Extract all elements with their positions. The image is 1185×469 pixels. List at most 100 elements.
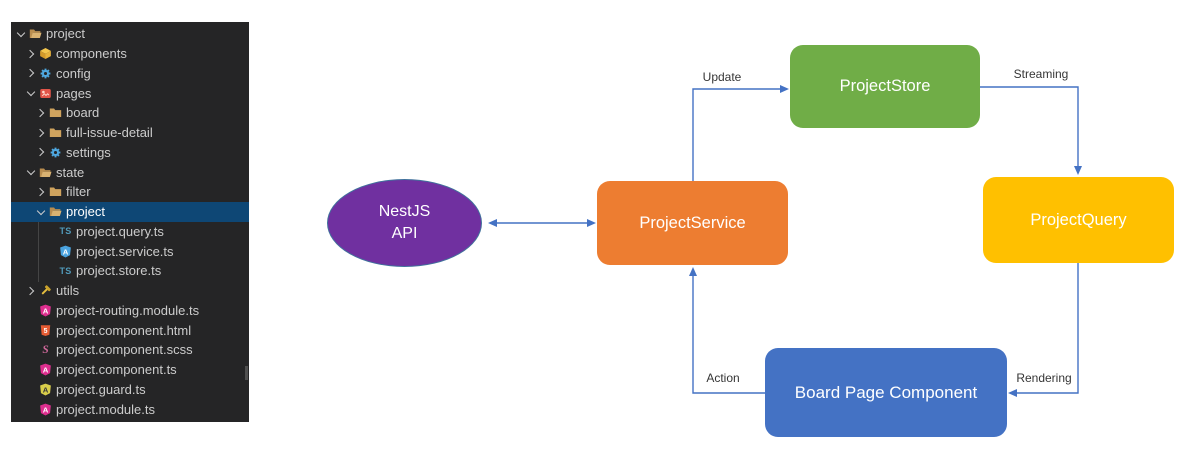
chevron-down-icon[interactable] <box>15 24 27 44</box>
tree-item-label: project.guard.ts <box>56 381 146 397</box>
chevron-down-icon[interactable] <box>25 162 37 182</box>
edge-streaming <box>980 86 1079 167</box>
tree-item-label: project.component.ts <box>56 362 177 378</box>
chevron-right-icon[interactable] <box>25 281 37 301</box>
tree-item-project-module-ts[interactable]: project.module.ts <box>11 399 249 419</box>
edge-label-streaming: Streaming <box>1013 67 1069 81</box>
node-label: ProjectStore <box>839 77 931 95</box>
tree-item-settings[interactable]: settings <box>11 143 249 163</box>
tree-item-label: config <box>56 65 91 81</box>
chevron-right-icon[interactable] <box>25 44 37 64</box>
tree-item-project-component-ts[interactable]: project.component.ts <box>11 360 249 380</box>
arrowhead-right-icon <box>780 85 789 93</box>
node-project-query[interactable]: ProjectQuery <box>983 177 1174 263</box>
folder-open-icon <box>47 205 64 218</box>
tree-item-project-guard-ts[interactable]: project.guard.ts <box>11 380 249 400</box>
angular-module-icon <box>37 304 54 317</box>
scrollbar-thumb[interactable] <box>245 366 248 380</box>
tree-item-project-store-ts[interactable]: TS project.store.ts <box>11 261 249 281</box>
tree-item-label: project.component.scss <box>56 342 193 358</box>
tree-item-project-state[interactable]: project <box>11 201 249 222</box>
chevron-right-icon[interactable] <box>35 103 47 123</box>
tree-item-label: settings <box>66 144 111 160</box>
tree-item-label: utils <box>56 283 80 299</box>
tree-item-config[interactable]: config <box>11 64 249 84</box>
folder-icon <box>47 106 64 119</box>
chevron-spacer <box>25 320 37 340</box>
node-project-service[interactable]: ProjectService <box>597 181 788 265</box>
tree-item-utils[interactable]: utils <box>11 281 249 301</box>
tree-item-project-query-ts[interactable]: TS project.query.ts <box>11 222 249 242</box>
tree-item-label: filter <box>66 184 91 200</box>
tree-item-label: project.module.ts <box>56 401 155 417</box>
tree-item-label: project <box>66 204 106 220</box>
html5-icon <box>37 324 54 337</box>
chevron-spacer <box>25 301 37 321</box>
arrowhead-down-icon <box>1074 166 1082 175</box>
pages-folder-icon <box>37 87 54 100</box>
folder-open-icon <box>27 27 44 40</box>
tree-item-project-routing-module-ts[interactable]: project-routing.module.ts <box>11 301 249 321</box>
tree-item-project-component-scss[interactable]: project.component.scss <box>11 340 249 360</box>
edge-label-action: Action <box>706 371 740 385</box>
chevron-spacer <box>25 380 37 400</box>
chevron-down-icon[interactable] <box>35 202 47 222</box>
chevron-right-icon[interactable] <box>35 182 47 202</box>
tree-item-label: components <box>56 46 127 62</box>
tree-item-label: full-issue-detail <box>66 125 153 141</box>
node-nestjs-api[interactable]: NestJS API <box>327 179 482 267</box>
node-label-line1: NestJS <box>378 202 431 220</box>
typescript-icon: TS <box>59 265 72 276</box>
chevron-down-icon[interactable] <box>25 83 37 103</box>
typescript-icon: TS <box>59 226 72 237</box>
tools-icon <box>37 284 54 297</box>
edge-update <box>692 88 781 181</box>
angular-guard-icon <box>37 383 54 396</box>
chevron-spacer <box>45 222 57 242</box>
arrowhead-left-icon <box>488 219 497 227</box>
gear-icon <box>47 146 64 159</box>
chevron-spacer <box>25 340 37 360</box>
arrowhead-left-icon <box>1008 389 1017 397</box>
node-project-store[interactable]: ProjectStore <box>790 45 980 128</box>
node-label: Board Page Component <box>794 382 978 402</box>
tree-item-board[interactable]: board <box>11 103 249 123</box>
chevron-right-icon[interactable] <box>35 123 47 143</box>
node-label-line2: API <box>391 225 418 242</box>
chevron-right-icon[interactable] <box>25 64 37 84</box>
tree-item-label: project.query.ts <box>76 223 164 239</box>
folder-open-icon <box>37 166 54 179</box>
indent-guide-line <box>38 222 39 282</box>
node-label: ProjectQuery <box>1030 210 1127 229</box>
edge-label-rendering: Rendering <box>1016 371 1072 385</box>
arrowhead-up-icon <box>689 267 697 276</box>
tree-item-label: project.service.ts <box>76 243 174 259</box>
tree-item-label: state <box>56 164 85 180</box>
file-explorer-panel: project components config pages board fu… <box>11 22 249 422</box>
tree-item-filter[interactable]: filter <box>11 182 249 202</box>
tree-item-label: project.component.html <box>56 322 192 338</box>
node-board-page-component[interactable]: Board Page Component <box>765 348 1007 437</box>
gear-icon <box>37 67 54 80</box>
arrowhead-right-icon <box>587 219 596 227</box>
tree-item-pages[interactable]: pages <box>11 83 249 103</box>
folder-icon <box>47 185 64 198</box>
edge-label-update: Update <box>702 70 742 84</box>
folder-icon <box>47 126 64 139</box>
chevron-right-icon[interactable] <box>35 143 47 163</box>
tree-item-project-root[interactable]: project <box>11 24 249 44</box>
angular-service-icon <box>57 245 74 258</box>
tree-item-components[interactable]: components <box>11 44 249 64</box>
tree-item-project-service-ts[interactable]: project.service.ts <box>11 241 249 261</box>
chevron-spacer <box>45 241 57 261</box>
angular-component-icon <box>37 363 54 376</box>
tree-item-label: project <box>46 26 86 42</box>
chevron-spacer <box>25 360 37 380</box>
tree-item-project-component-html[interactable]: project.component.html <box>11 320 249 340</box>
tree-item-label: board <box>66 105 100 121</box>
chevron-spacer <box>45 261 57 281</box>
tree-item-state[interactable]: state <box>11 162 249 182</box>
tree-item-full-issue-detail[interactable]: full-issue-detail <box>11 123 249 143</box>
sass-icon <box>37 343 54 356</box>
